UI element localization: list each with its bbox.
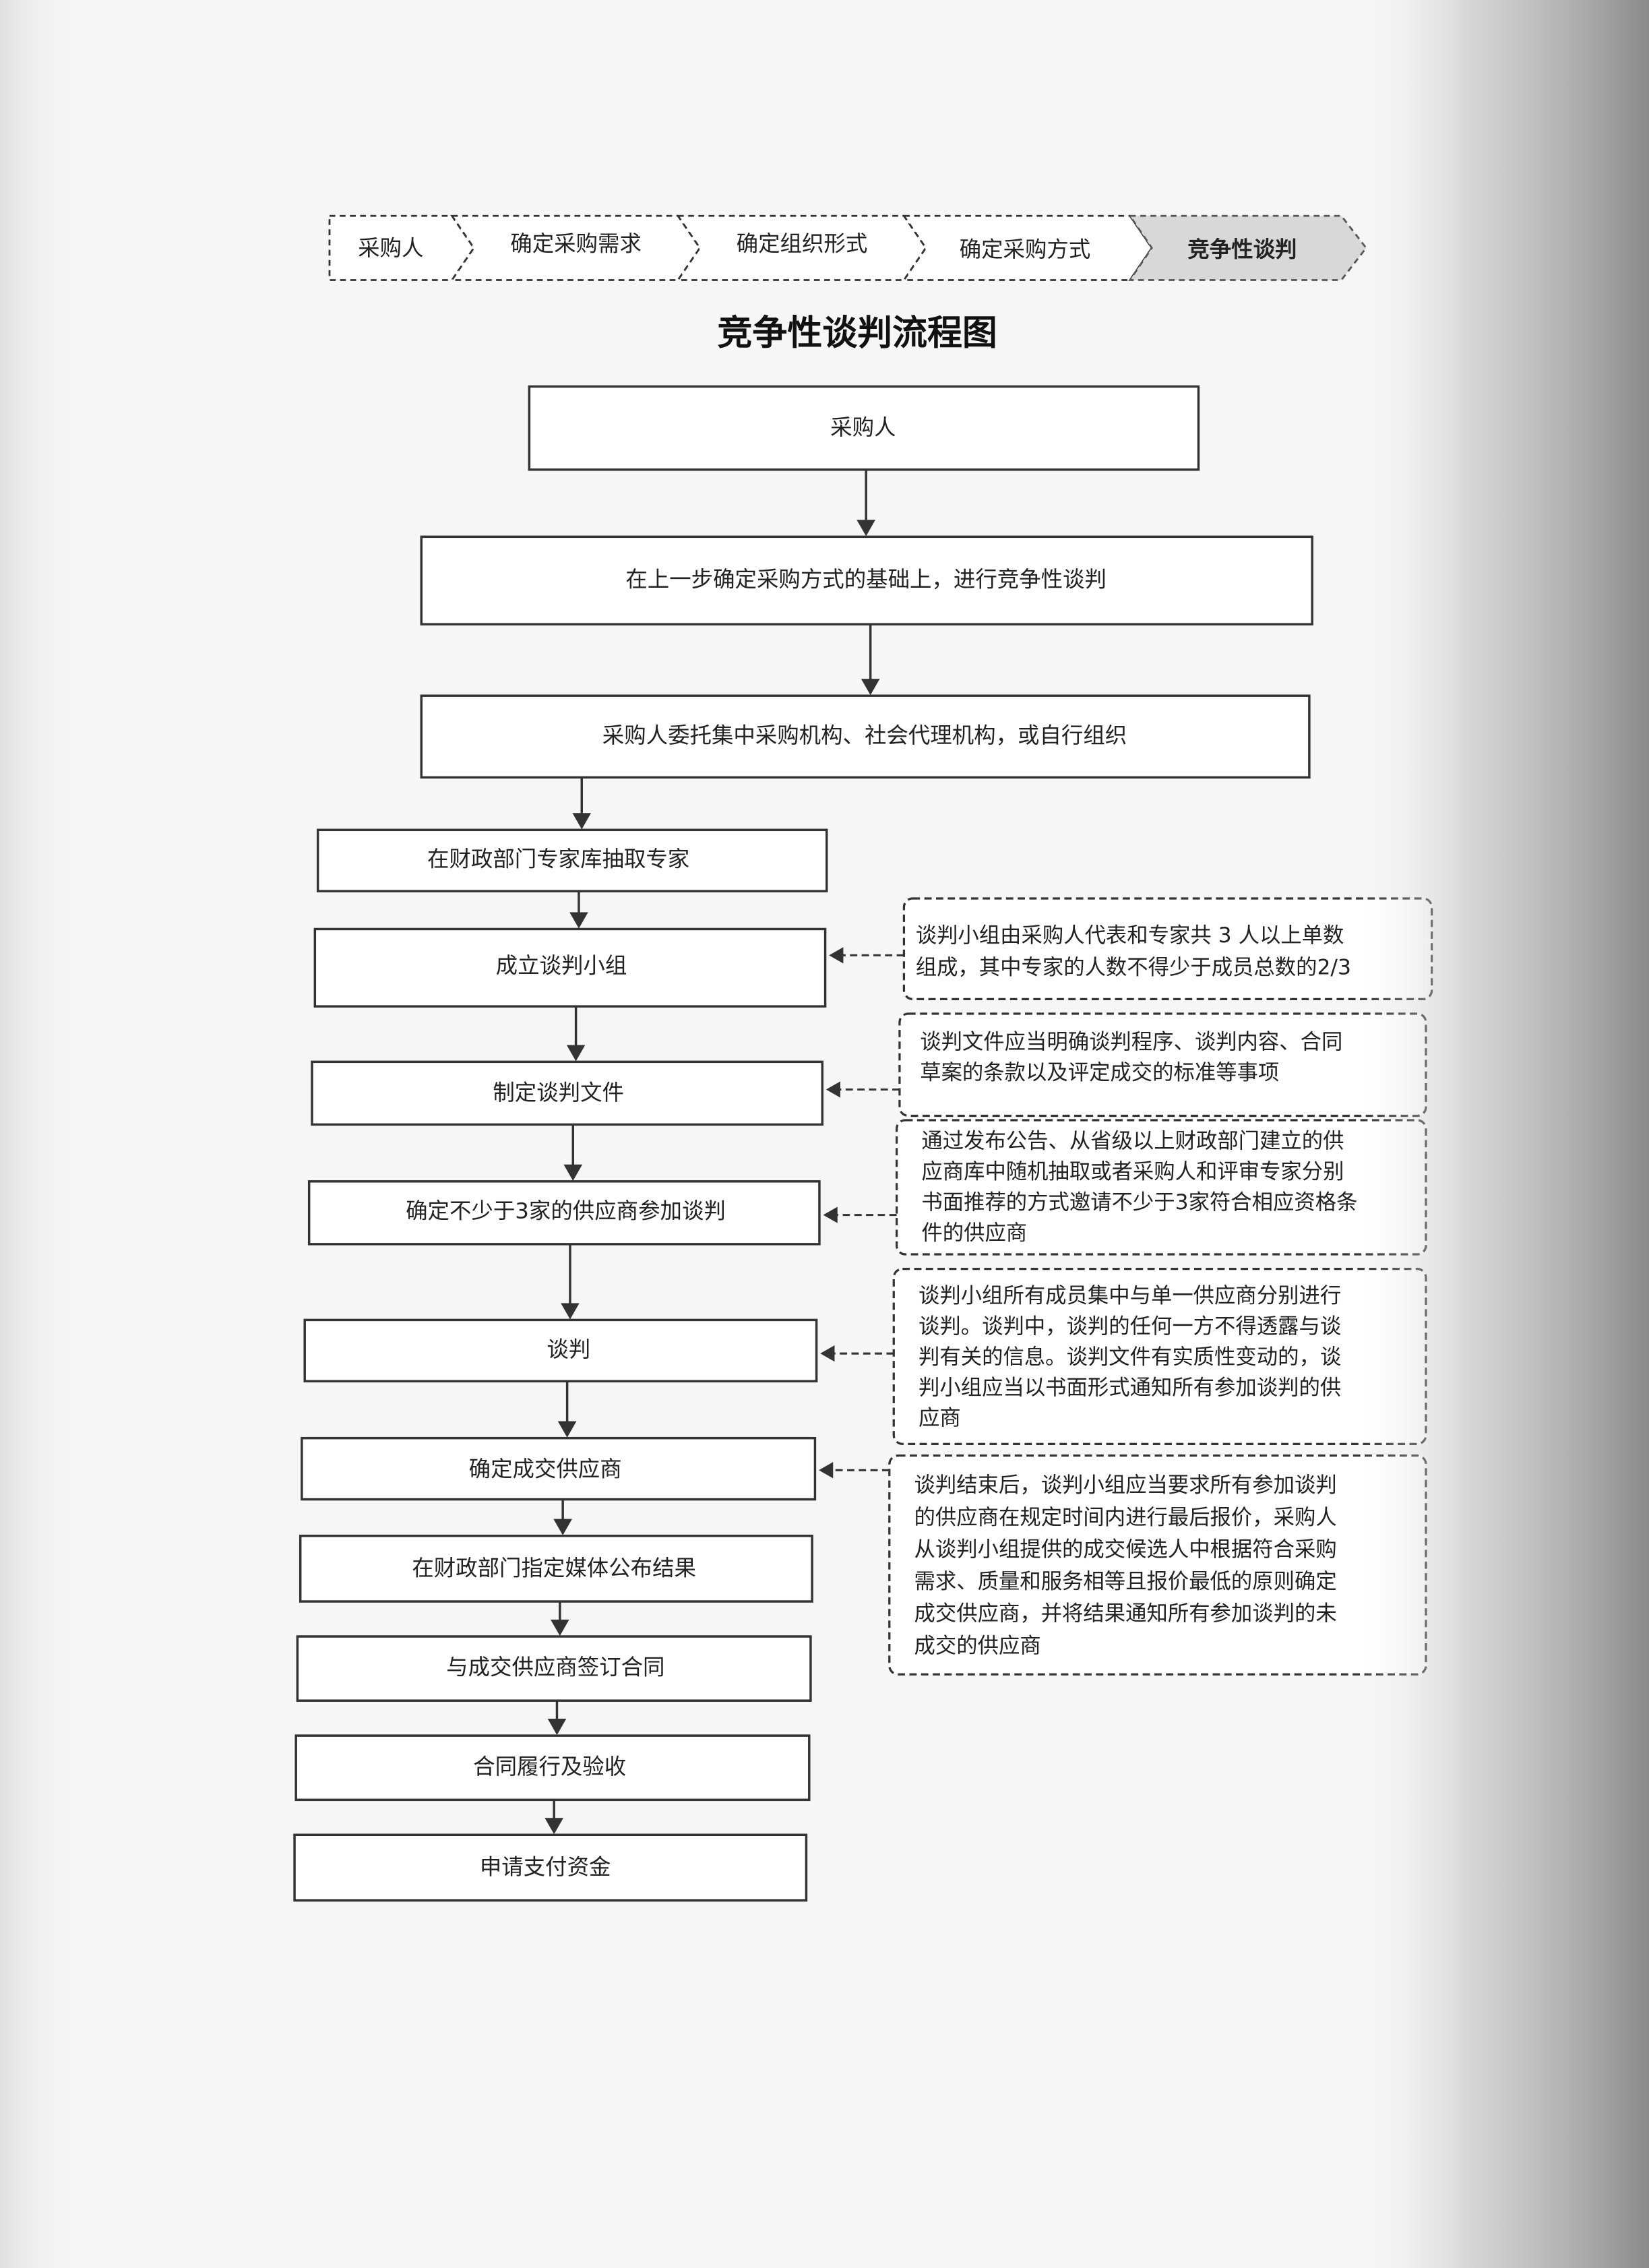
step-box bbox=[303, 1318, 818, 1383]
breadcrumb-item-purchaser bbox=[328, 214, 475, 281]
breadcrumb-label: 确定采购方式 bbox=[960, 237, 1091, 262]
breadcrumb-label-active: 竞争性谈判 bbox=[1187, 237, 1297, 262]
note-text: 谈判小组所有成员集中与单一供应商分别进行 谈判。谈判中，谈判的任何一方不得透露与… bbox=[919, 1283, 1348, 1430]
breadcrumb-label: 确定采购需求 bbox=[510, 231, 642, 257]
step-label: 成立谈判小组 bbox=[496, 953, 627, 979]
breadcrumb-label: 确定组织形式 bbox=[737, 231, 868, 257]
step-label: 在财政部门指定媒体公布结果 bbox=[412, 1555, 696, 1581]
breadcrumb-item-competitive-negotiation bbox=[1128, 214, 1368, 281]
step-box bbox=[301, 1436, 817, 1501]
step-box bbox=[316, 828, 828, 892]
step-label: 在上一步确定采购方式的基础上，进行竞争性谈判 bbox=[625, 566, 1107, 592]
step-box bbox=[293, 1833, 808, 1902]
step-box bbox=[299, 1534, 813, 1603]
step-label: 谈判 bbox=[547, 1337, 590, 1362]
note-text: 通过发布公告、从省级以上财政部门建立的供 应商库中随机抽取或者采购人和评审专家分… bbox=[921, 1129, 1364, 1245]
breadcrumb: 采购人 确定采购需求 确定组织形式 确定采购方式 竞争性谈判 bbox=[328, 214, 1368, 281]
step-label: 采购人 bbox=[830, 415, 896, 440]
step-box bbox=[311, 1060, 823, 1126]
note-box bbox=[902, 897, 1433, 1000]
step-box bbox=[296, 1635, 812, 1702]
page-gutter-shadow bbox=[1356, 0, 1649, 2268]
step-label: 采购人委托集中采购机构、社会代理机构，或自行组织 bbox=[602, 723, 1127, 748]
note-text: 谈判文件应当明确谈判程序、谈判内容、合同 草案的条款以及评定成交的标准等事项 bbox=[920, 1030, 1349, 1084]
step-label: 合同履行及验收 bbox=[473, 1754, 626, 1779]
step-box bbox=[307, 1180, 821, 1246]
note-text: 谈判小组由采购人代表和专家共 3 人以上单数 组成，其中专家的人数不得少于成员总… bbox=[916, 923, 1351, 980]
notes: 谈判小组由采购人代表和专家共 3 人以上单数 组成，其中专家的人数不得少于成员总… bbox=[888, 897, 1433, 1676]
breadcrumb-label: 采购人 bbox=[358, 235, 423, 261]
step-box bbox=[420, 535, 1313, 625]
step-label: 在财政部门专家库抽取专家 bbox=[427, 847, 689, 872]
step-label: 确定成交供应商 bbox=[469, 1456, 622, 1481]
step-label: 与成交供应商签订合同 bbox=[446, 1655, 664, 1680]
flow-steps: 采购人 在上一步确定采购方式的基础上，进行竞争性谈判 采购人委托集中采购机构、社… bbox=[293, 385, 1313, 1902]
step-label: 制定谈判文件 bbox=[493, 1080, 624, 1105]
step-box bbox=[420, 694, 1311, 779]
step-box bbox=[294, 1734, 811, 1802]
flow-arrows bbox=[545, 469, 904, 1835]
note-text: 谈判结束后，谈判小组应当要求所有参加谈判 的供应商在规定时间内进行最后报价，采购… bbox=[914, 1473, 1344, 1658]
step-box bbox=[313, 927, 827, 1008]
step-box bbox=[528, 385, 1200, 471]
step-label: 确定不少于3家的供应商参加谈判 bbox=[406, 1198, 726, 1223]
page-title: 竞争性谈判流程图 bbox=[718, 313, 997, 354]
step-label: 申请支付资金 bbox=[480, 1854, 611, 1880]
